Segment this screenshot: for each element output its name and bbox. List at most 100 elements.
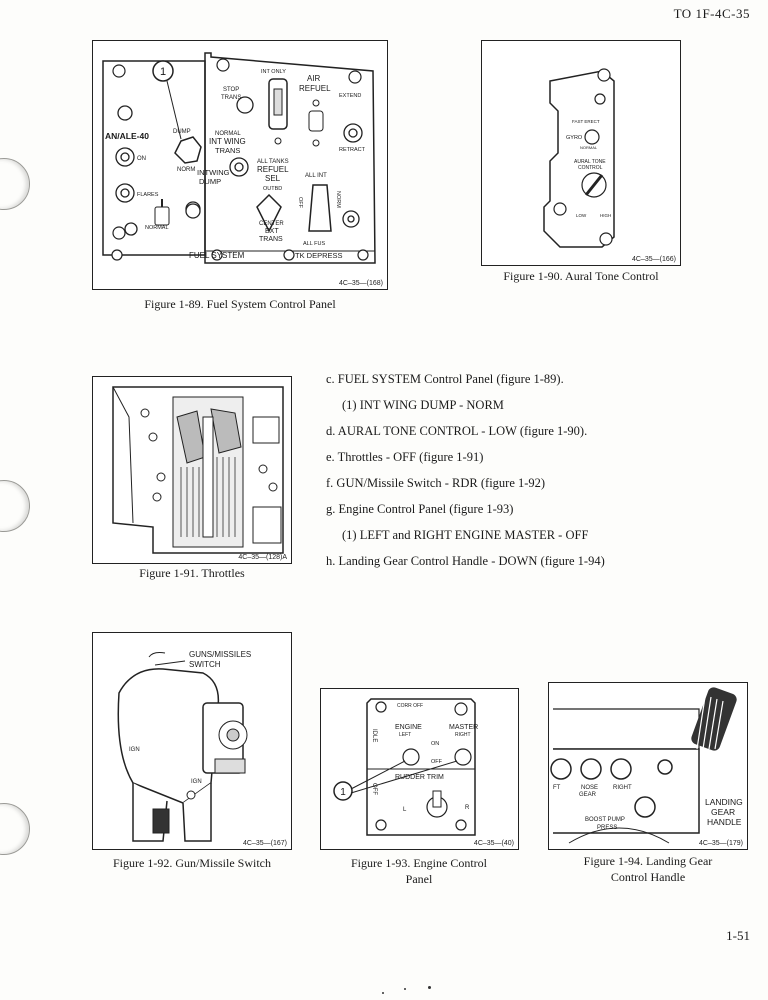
label-corr-off: CORR OFF — [397, 703, 423, 709]
caption-line-2: Control Handle — [610, 870, 686, 884]
label-intwing: INTWING — [197, 168, 230, 177]
engine-panel-drawing: 1 CORR OFF ENGINE LEFT MASTER RIGHT ON O… — [333, 698, 478, 836]
label-an-ale-40: AN/ALE-40 — [105, 131, 149, 141]
screw-icon — [597, 68, 611, 82]
label-dump: DUMP — [173, 129, 191, 135]
screw-icon — [112, 226, 126, 240]
indicator-icon — [550, 758, 572, 780]
fuel-system-panel-drawing: 1 AN/ALE-40 ON FLARES NORMAL DUMP NORM S… — [102, 52, 376, 264]
left-master-switch-icon — [402, 748, 420, 766]
step-c-1: (1) INT WING DUMP - NORM — [342, 398, 504, 412]
dump-button-icon — [174, 136, 202, 164]
label-ft: FT — [553, 785, 561, 791]
page-number: 1-51 — [726, 928, 750, 943]
screw-icon — [454, 702, 468, 716]
step-g: g. Engine Control Panel (figure 1-93) — [326, 502, 514, 516]
label-handle: HANDLE — [707, 817, 742, 827]
label-on: ON — [431, 741, 439, 747]
scan-speck — [382, 992, 384, 994]
label-fast-erect: FAST ERECT — [572, 119, 600, 124]
figure-code: 4C–35—(40) — [473, 840, 514, 847]
control-stick-grip-icon — [117, 668, 220, 804]
air-refuel-toggle-icon — [308, 110, 324, 132]
screw-icon — [283, 249, 295, 261]
label-refuel: REFUEL — [299, 84, 331, 93]
screw-icon — [211, 249, 223, 261]
label-normal: NORMAL — [215, 131, 241, 137]
figure-1-89-fuel-system-panel: 1 AN/ALE-40 ON FLARES NORMAL DUMP NORM S… — [92, 40, 388, 290]
label-engine: ENGINE — [395, 724, 422, 731]
refuel-sel-knob-icon — [256, 193, 282, 233]
screw-icon — [111, 249, 123, 261]
figure-code: 4C–35—(128)A — [238, 554, 287, 561]
callout-1-circle — [152, 60, 174, 82]
landing-gear-drawing: LANDING GEAR HANDLE NOSE GEAR RIGHT FT B… — [550, 687, 743, 844]
label-all-tanks: ALL TANKS — [257, 159, 289, 165]
binder-hole-middle — [0, 480, 30, 532]
label-all-fus: ALL FUS — [303, 241, 325, 247]
label-gear: GEAR — [711, 807, 735, 817]
figure-code: 4C–35—(167) — [243, 840, 287, 847]
callout-1-label: 1 — [340, 787, 346, 798]
label-high: HIGH — [600, 213, 611, 218]
label-press: PRESS — [597, 825, 617, 831]
step-e: e. Throttles - OFF (figure 1-91) — [326, 450, 484, 464]
step-h: h. Landing Gear Control Handle - DOWN (f… — [326, 554, 605, 568]
figure-1-91-throttles: 4C–35—(128)A — [92, 376, 292, 564]
label-gear-2: GEAR — [579, 792, 597, 798]
figure-1-92-gun-missile-switch: GUNS/MISSILES SWITCH IGN IGN 4C–35—(167) — [92, 632, 292, 850]
scan-speck — [404, 988, 406, 990]
label-on: ON — [137, 156, 146, 162]
screw-icon — [599, 232, 613, 246]
label-gyro: GYRO — [566, 135, 583, 141]
engine-panel-outline — [366, 698, 476, 836]
caption-line-1: Figure 1-93. Engine Control — [351, 856, 487, 870]
fuel-panel-outline — [204, 52, 376, 264]
label-control: CONTROL — [578, 165, 603, 171]
label-switch: SWITCH — [189, 660, 221, 669]
label-right: RIGHT — [613, 785, 632, 791]
label-flares: FLARES — [137, 192, 159, 198]
screw-icon — [112, 64, 126, 78]
label-landing: LANDING — [705, 797, 743, 807]
label-trans-2: TRANS — [215, 146, 240, 155]
throttles-drawing — [112, 386, 284, 554]
label-norm: NORM — [177, 167, 195, 173]
label-master: MASTER — [449, 724, 478, 731]
label-off: OFF — [431, 759, 443, 765]
label-right: RIGHT — [455, 732, 471, 738]
label-low: LOW — [576, 213, 587, 218]
label-tk-depress: TK DEPRESS — [295, 251, 343, 260]
screw-icon — [375, 701, 387, 713]
label-aural-tone: AURAL TONE — [574, 159, 606, 165]
label-boost-pump: BOOST PUMP — [585, 817, 625, 823]
binder-hole-top — [0, 158, 30, 210]
figure-1-92-caption: Figure 1-92. Gun/Missile Switch — [113, 856, 271, 870]
label-ign: IGN — [129, 747, 140, 753]
label-off: OFF — [297, 197, 303, 209]
caption-line-1: Figure 1-94. Landing Gear — [583, 854, 713, 868]
screw-icon — [553, 202, 567, 216]
scan-speck — [428, 986, 431, 989]
callout-1-circle — [333, 781, 353, 801]
label-rudder-trim: RUDDER TRIM — [395, 774, 444, 781]
label-ext: EXT — [265, 228, 279, 235]
figure-1-94-caption: Figure 1-94. Landing Gear Control Handle — [548, 853, 748, 885]
screw-icon — [216, 58, 230, 72]
indicator-icon — [580, 758, 602, 780]
label-int-wing: INT WING — [209, 137, 246, 146]
right-master-switch-icon — [454, 748, 472, 766]
label-all-int: ALL INT — [305, 173, 327, 179]
screw-icon — [357, 249, 369, 261]
label-norm-2: NORM — [335, 191, 341, 208]
gun-missile-drawing: GUNS/MISSILES SWITCH IGN IGN — [117, 650, 251, 842]
step-f: f. GUN/Missile Switch - RDR (figure 1-92… — [326, 476, 546, 490]
figure-code: 4C–35—(166) — [632, 256, 676, 263]
figure-1-90-aural-tone-control: FAST ERECT GYRO NORMAL AURAL TONE CONTRO… — [481, 40, 681, 266]
label-outbd: OUTBD — [263, 186, 282, 192]
label-sel: SEL — [265, 174, 281, 183]
callout-1-label: 1 — [160, 66, 166, 78]
screw-icon — [594, 93, 606, 105]
document-number: TO 1F-4C-35 — [673, 6, 750, 21]
gyro-knob-icon — [584, 129, 600, 145]
